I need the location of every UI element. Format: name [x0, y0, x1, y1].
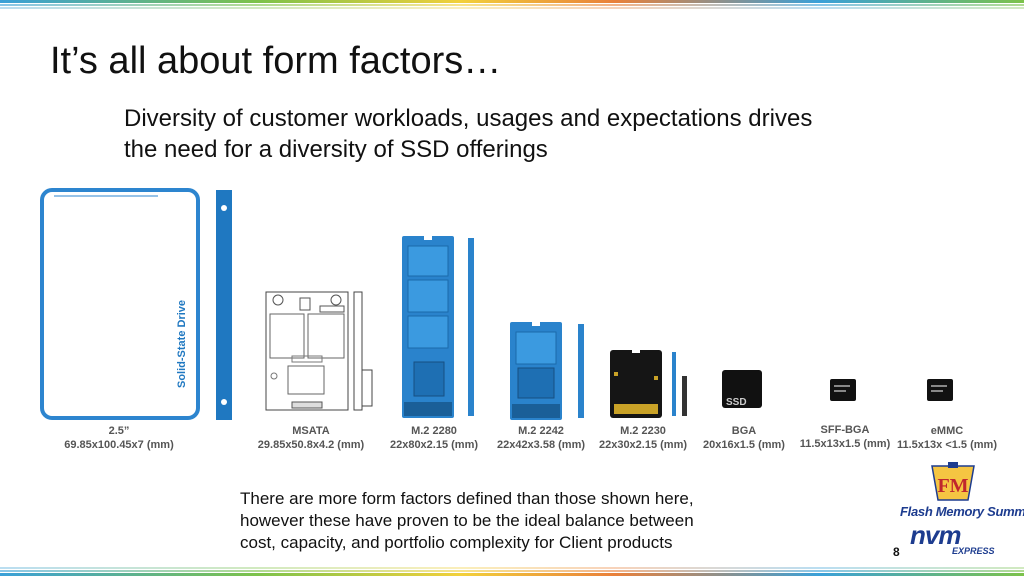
form-factor-label: M.2 2242 22x42x3.58 (mm) [496, 425, 586, 451]
subtitle-line: the need for a diversity of SSD offering… [124, 136, 548, 163]
nvm-express-subtext: EXPRESS [952, 546, 995, 556]
footnote-line: however these have proven to be the idea… [240, 511, 694, 530]
form-factor-label: SFF-BGA 11.5x13x1.5 (mm) [799, 424, 891, 450]
fms-name: Flash Memory Summit [900, 504, 1024, 519]
drive-label: Solid-State Drive [176, 299, 188, 388]
bga-chip-label: SSD [726, 397, 747, 408]
footnote: There are more form factors defined than… [240, 488, 760, 554]
form-factor-label: BGA 20x16x1.5 (mm) [703, 425, 785, 451]
flash-memory-summit-logo: FM [931, 462, 975, 501]
ssd-2-5-inch-image [40, 188, 232, 420]
m2-2242-image [510, 320, 584, 420]
msata-image [265, 291, 373, 411]
nvm-express-logo: nvm [910, 520, 961, 550]
page-number: 8 [893, 545, 900, 559]
subtitle-line: Diversity of customer workloads, usages … [124, 105, 813, 132]
footnote-line: There are more form factors defined than… [240, 489, 694, 508]
fms-mark-text: FM [937, 475, 968, 497]
slide-subtitle: Diversity of customer workloads, usages … [124, 103, 884, 165]
m2-2280-image [402, 234, 474, 418]
slide-title: It’s all about form factors… [50, 40, 502, 82]
form-factor-label: MSATA 29.85x50.8x4.2 (mm) [257, 425, 365, 451]
emmc-image [927, 379, 953, 401]
form-factor-label: M.2 2230 22x30x2.15 (mm) [598, 425, 688, 451]
form-factor-label: M.2 2280 22x80x2.15 (mm) [389, 425, 479, 451]
form-factor-label: eMMC 11.5x13x <1.5 (mm) [897, 425, 997, 451]
m2-2230-image [610, 348, 687, 418]
sff-bga-image [830, 379, 856, 401]
bga-image [722, 370, 762, 408]
form-factor-label: 2.5” 69.85x100.45x7 (mm) [64, 425, 174, 451]
top-decorative-stripe [0, 0, 1024, 9]
bottom-decorative-stripe [0, 567, 1024, 576]
footnote-line: cost, capacity, and portfolio complexity… [240, 533, 673, 552]
